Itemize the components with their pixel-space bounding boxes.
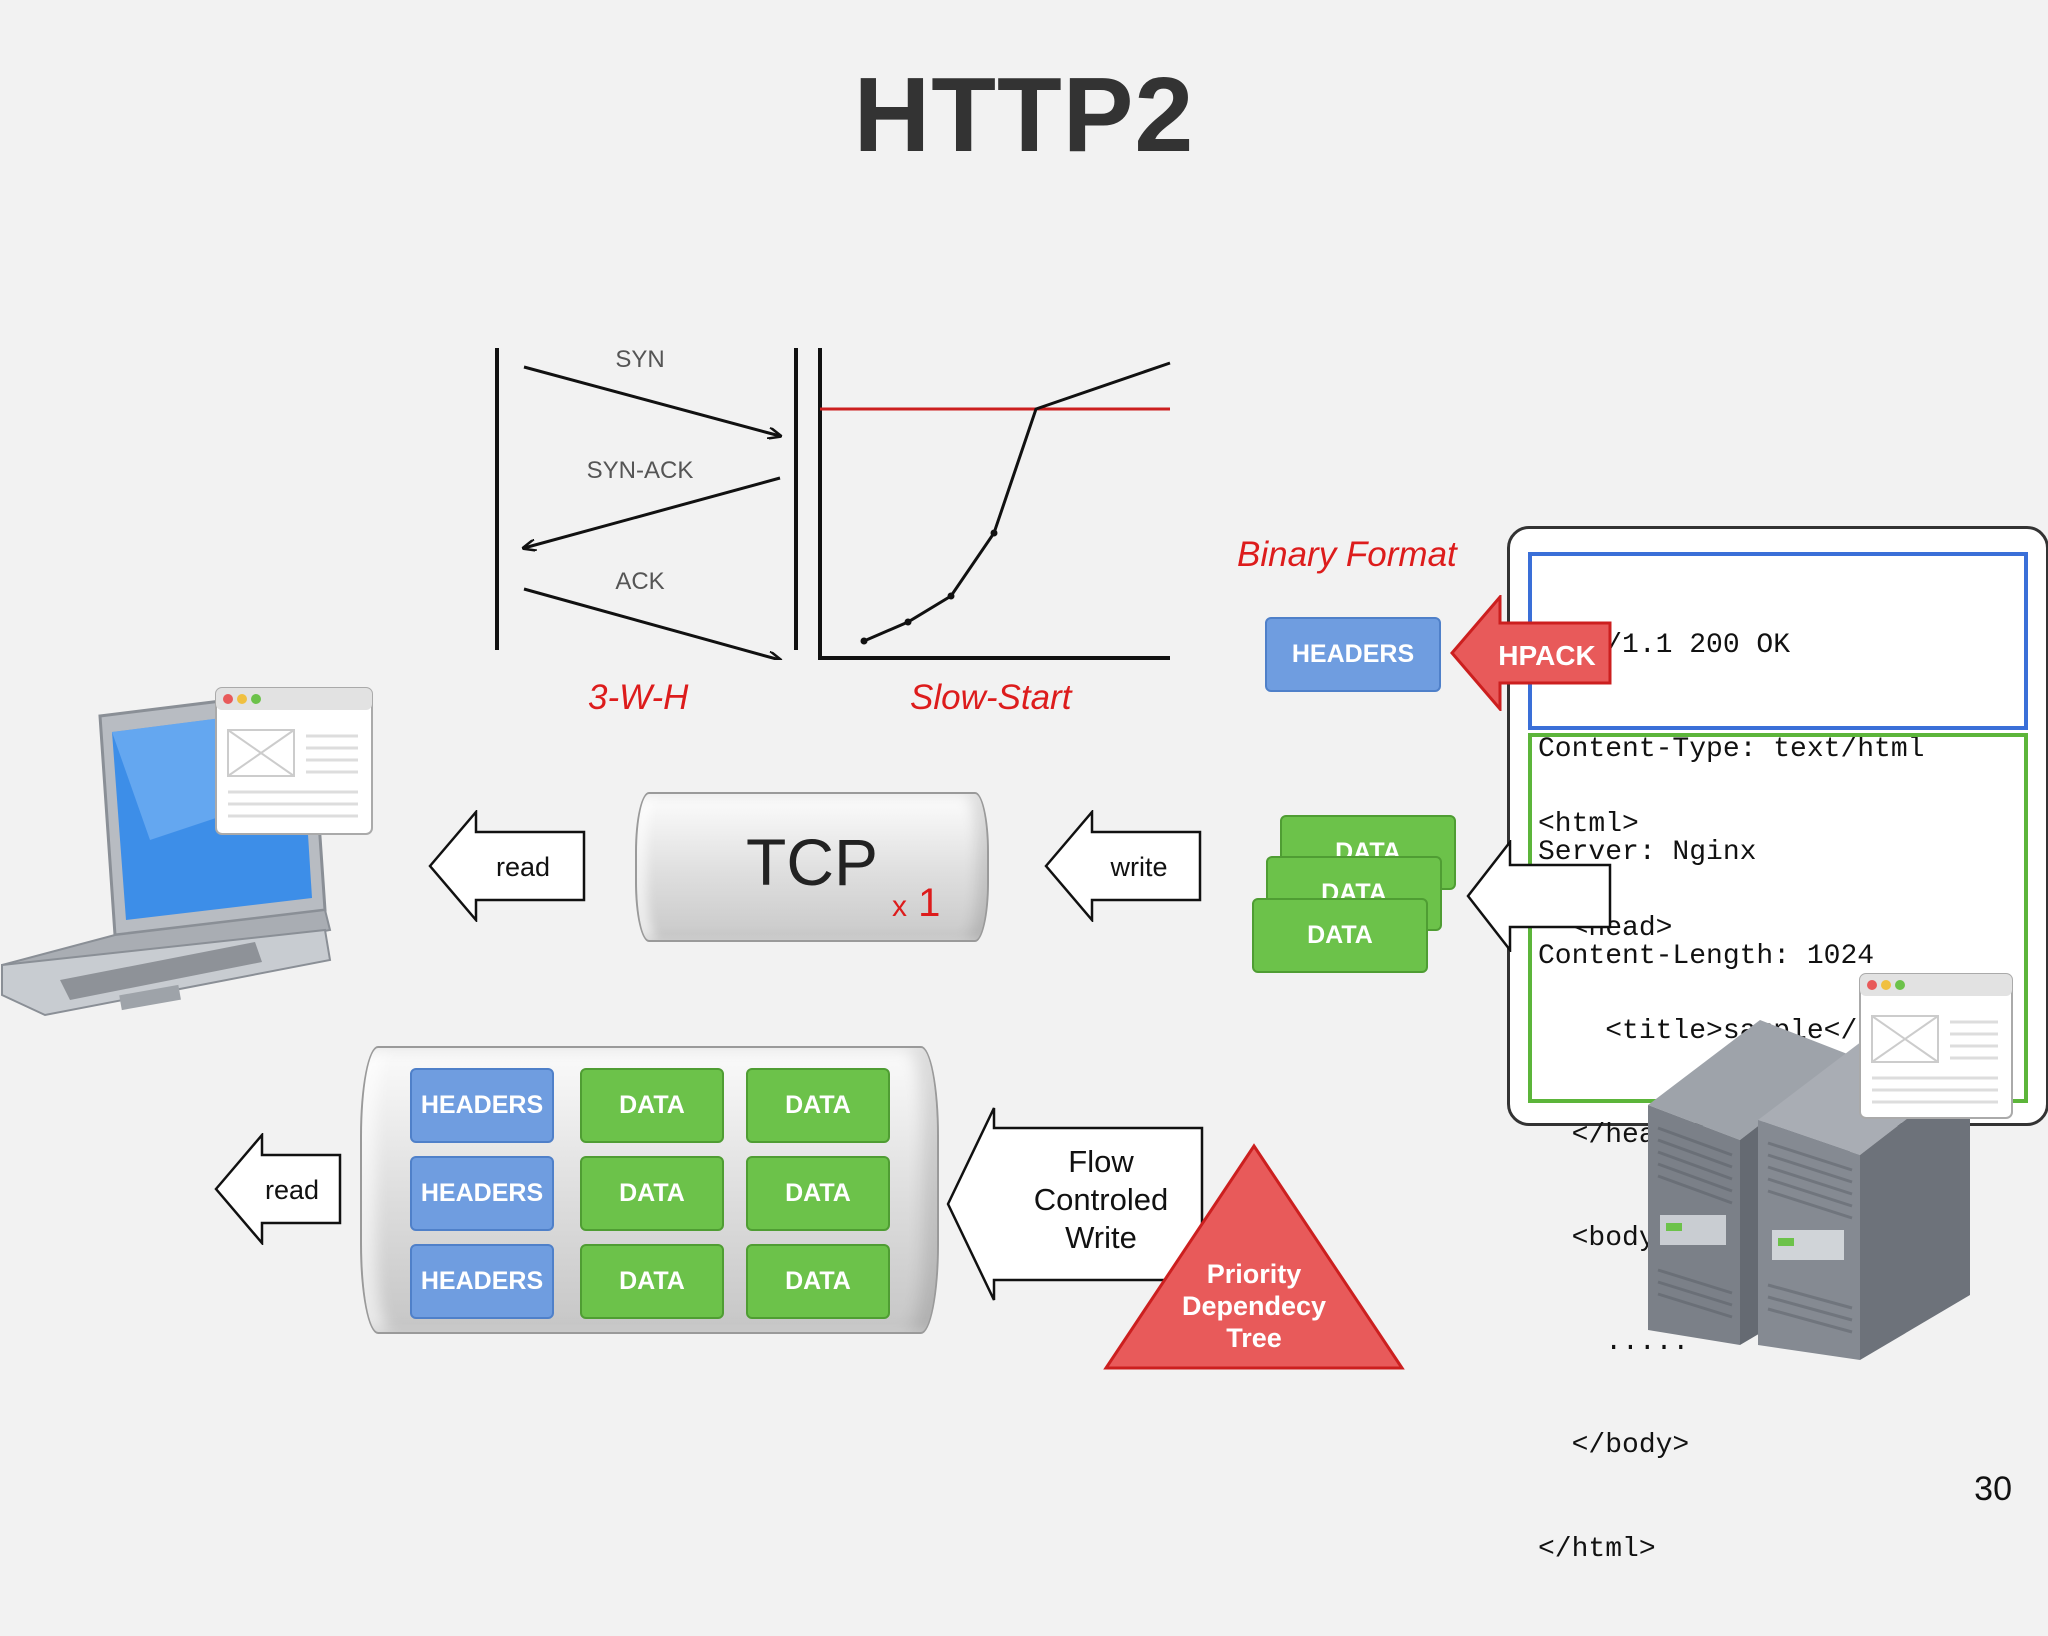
- mux-data-frame: DATA: [746, 1068, 890, 1143]
- slowstart-points: [860, 529, 998, 645]
- hpack-arrow: HPACK: [1450, 595, 1612, 711]
- mux-data-frame: DATA: [580, 1244, 724, 1319]
- read-arrow-bottom: read: [214, 1133, 342, 1245]
- mux-data-frame: DATA: [746, 1244, 890, 1319]
- tcp-connection: TCP x 1: [635, 792, 989, 942]
- mux-headers-frame: HEADERS: [410, 1244, 554, 1319]
- handshake-caption: 3-W-H: [588, 678, 689, 717]
- http-header-lines: HTTP/1.1 200 OK Content-Type: text/html …: [1538, 630, 1925, 972]
- hpack-label: HPACK: [1498, 640, 1595, 671]
- browser-window-icon: [215, 687, 373, 835]
- write-arrow-label: write: [1109, 852, 1167, 882]
- data-frame-front: DATA: [1252, 898, 1428, 973]
- tcp-multiplier: x 1: [892, 881, 941, 925]
- page-number: 30: [1974, 1470, 2012, 1508]
- flow-line-1: Flow: [1068, 1144, 1134, 1179]
- slowstart-caption: Slow-Start: [910, 678, 1072, 717]
- write-arrow: write: [1044, 810, 1202, 922]
- multiplexed-stream-buffer: HEADERS DATA DATA HEADERS DATA DATA HEAD…: [360, 1046, 939, 1334]
- mux-data-frame: DATA: [580, 1068, 724, 1143]
- read-arrow-top: read: [428, 810, 586, 922]
- syn-arrow: [523, 365, 780, 436]
- mux-headers-frame: HEADERS: [410, 1156, 554, 1231]
- read-arrow-bottom-label: read: [265, 1175, 319, 1205]
- headers-frame: HEADERS: [1265, 617, 1441, 692]
- slowstart-curve: [863, 361, 1171, 643]
- slide-title: HTTP2: [853, 56, 1195, 174]
- syn-ack-arrow: [524, 476, 781, 548]
- server-browser-window-icon: [1859, 973, 2013, 1119]
- priority-line-3: Tree: [1226, 1323, 1282, 1353]
- priority-dependency-tree: Priority Dependecy Tree: [1103, 1143, 1405, 1370]
- read-arrow-top-label: read: [496, 852, 550, 882]
- ack-label: ACK: [615, 568, 664, 595]
- ack-arrow: [523, 587, 780, 660]
- body-to-data-arrow: [1466, 840, 1612, 952]
- flow-line-3: Write: [1065, 1220, 1137, 1255]
- flow-line-2: Controled: [1034, 1182, 1168, 1217]
- mux-data-frame: DATA: [580, 1156, 724, 1231]
- handshake-slowstart-diagram: SYN SYN-ACK ACK: [495, 346, 1171, 660]
- mux-headers-frame: HEADERS: [410, 1068, 554, 1143]
- priority-line-1: Priority: [1207, 1259, 1302, 1289]
- syn-ack-label: SYN-ACK: [587, 457, 694, 484]
- priority-line-2: Dependecy: [1182, 1291, 1326, 1321]
- binary-format-label: Binary Format: [1237, 535, 1457, 574]
- mux-data-frame: DATA: [746, 1156, 890, 1231]
- syn-label: SYN: [615, 346, 664, 373]
- tcp-label: TCP: [746, 825, 878, 899]
- flow-controlled-write-arrow: Flow Controled Write: [946, 1107, 1204, 1301]
